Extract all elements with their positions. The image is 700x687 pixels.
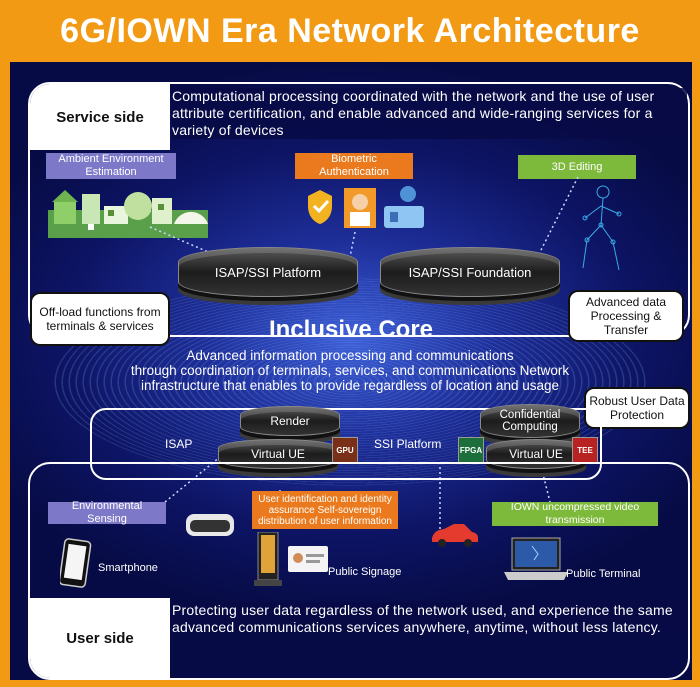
core-desc-line-2: through coordination of terminals, servi… <box>130 363 570 378</box>
smartphone-icon <box>60 538 92 588</box>
environmental-sensing-tag: Environmental Sensing <box>48 500 166 525</box>
service-side-description: Computational processing coordinated wit… <box>172 88 687 139</box>
isap-ssi-foundation-disk: ISAP/SSI Foundation <box>380 247 560 297</box>
isap-label: ISAP <box>165 437 193 451</box>
offload-callout: Off-load functions from terminals & serv… <box>30 292 170 346</box>
user-side-label: User side <box>30 598 170 678</box>
virtual-ue-right-label: Virtual UE <box>509 447 563 461</box>
car-icon <box>432 524 478 547</box>
ambient-environment-tag: Ambient Environment Estimation <box>46 153 176 179</box>
core-platform-panel <box>90 408 602 480</box>
public-signage-icon <box>254 532 328 586</box>
ssi-platform-label: SSI Platform <box>374 437 442 451</box>
core-desc-line-3: infrastructure that enables to provide r… <box>140 378 559 393</box>
smartphone-label: Smartphone <box>98 562 158 574</box>
core-desc-line-1: Advanced information processing and comm… <box>186 348 514 363</box>
isap-ssi-platform-label: ISAP/SSI Platform <box>214 264 322 280</box>
confidential-computing-label: Confidential Computing <box>499 409 561 433</box>
service-side-panel <box>28 82 690 337</box>
iown-video-tag: IOWN uncompressed video transmission <box>492 501 658 526</box>
virtual-ue-left-label: Virtual UE <box>251 447 305 461</box>
gpu-chip: GPU <box>332 437 358 463</box>
render-disk: Render <box>240 406 340 436</box>
confidential-computing-disk: Confidential Computing <box>480 404 580 438</box>
biometric-authentication-tag: Biometric Authentication <box>295 153 413 179</box>
public-terminal-label: Public Terminal <box>566 568 641 580</box>
user-side-description: Protecting user data regardless of the n… <box>172 602 687 636</box>
isap-ssi-platform-disk: ISAP/SSI Platform <box>178 247 358 297</box>
laptop-icon <box>504 537 568 580</box>
advanced-data-callout: Advanced data Processing & Transfer <box>568 290 684 342</box>
render-label: Render <box>270 414 310 428</box>
inclusive-core-title: Inclusive Core <box>268 316 434 343</box>
biometric-icon <box>308 186 424 228</box>
user-identification-tag: User identification and identity assuran… <box>252 491 398 529</box>
user-side-panel <box>28 462 690 680</box>
public-signage-label: Public Signage <box>328 566 402 578</box>
service-side-label: Service side <box>30 84 170 150</box>
inclusive-core-description: Advanced information processing and comm… <box>120 348 580 393</box>
virtual-ue-left-disk: Virtual UE <box>218 439 338 469</box>
virtual-ue-right-disk: Virtual UE <box>486 439 586 469</box>
vr-headset-icon <box>186 514 234 536</box>
fpga-chip: FPGA <box>458 437 484 463</box>
3d-editing-tag: 3D Editing <box>518 155 636 179</box>
page-title: 6G/IOWN Era Network Architecture <box>60 12 640 50</box>
3d-wireframe-icon <box>582 185 622 271</box>
tee-chip: TEE <box>572 437 598 463</box>
isap-ssi-foundation-label: ISAP/SSI Foundation <box>408 264 532 280</box>
diagram-canvas: Service side Computational processing co… <box>10 62 692 680</box>
smart-city-icon <box>48 190 208 238</box>
